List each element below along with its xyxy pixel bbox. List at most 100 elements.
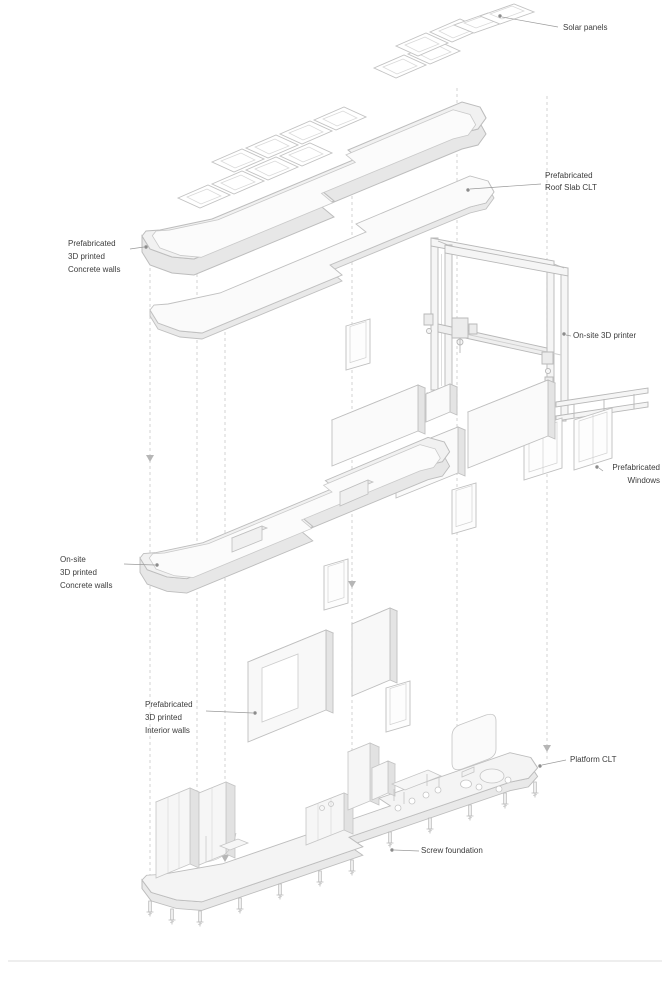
- window-frame: [345, 318, 371, 371]
- printed-wall-segment: [425, 383, 451, 423]
- furniture-kitchen: [304, 742, 397, 846]
- leader-line: [129, 246, 145, 250]
- interior-wall-panel: [325, 629, 334, 714]
- leader-line: [501, 16, 559, 28]
- label-prefab-concrete-line: 3D printed: [68, 252, 105, 261]
- leader-dot: [155, 563, 159, 567]
- onsite-3d-printer: [423, 237, 649, 422]
- sink: [319, 805, 325, 811]
- leader-line: [598, 467, 604, 472]
- arrow-down-marker: [543, 745, 551, 752]
- printed-wall-segment: [417, 384, 426, 435]
- arrow-down-marker: [146, 455, 154, 462]
- furniture-dining: [390, 769, 443, 812]
- stool: [504, 776, 512, 784]
- printer-post: [444, 244, 453, 398]
- small-table: [218, 838, 250, 851]
- dining-table: [390, 769, 443, 791]
- tall-cabinet: [347, 742, 371, 811]
- solar-panel: [478, 3, 536, 25]
- screw-pile: [196, 910, 204, 927]
- label-interior-walls-line: Prefabricated: [145, 700, 193, 709]
- arrow-down-marker: [348, 581, 356, 588]
- window-frame: [323, 558, 349, 611]
- label-interior-walls-line: 3D printed: [145, 713, 182, 722]
- label-platform-clt: Platform CLT: [570, 755, 617, 764]
- label-solar-panels: Solar panels: [563, 23, 607, 32]
- screw-pile: [276, 883, 284, 900]
- onsite-concrete-walls-layer: [139, 436, 451, 594]
- annotation-prefab-interior-walls: Prefabricated 3D printed Interior walls: [145, 700, 257, 735]
- shelf-unit: [371, 760, 389, 801]
- leader-dot: [390, 848, 394, 852]
- label-interior-walls-line: Interior walls: [145, 726, 190, 735]
- door-opening: [261, 653, 299, 723]
- annotation-onsite-printer: On-site 3D printer: [562, 331, 636, 340]
- printer-base-rail: [555, 387, 649, 408]
- toilet: [460, 779, 472, 789]
- annotation-platform-clt: Platform CLT: [538, 755, 617, 768]
- stool: [495, 785, 503, 793]
- printed-wall-segment: [457, 426, 466, 477]
- printed-wall-segment: [467, 379, 549, 469]
- prefab-interior-walls-layer: [246, 607, 399, 743]
- interior-wall-panel: [389, 607, 398, 684]
- printer-motor: [541, 351, 554, 365]
- stool: [475, 783, 483, 791]
- leader-dot: [562, 332, 566, 336]
- annotation-prefab-concrete-walls: Prefabricated 3D printed Concrete walls: [68, 239, 148, 274]
- stool: [434, 786, 442, 794]
- leader-line: [565, 334, 572, 337]
- annotation-onsite-concrete-walls: On-site 3D printed Concrete walls: [60, 555, 159, 590]
- stool: [408, 797, 416, 805]
- leader-line: [469, 183, 542, 190]
- screw-pile: [466, 804, 474, 821]
- printed-wall-segment: [449, 383, 458, 416]
- sink: [328, 801, 334, 807]
- leader-dot: [498, 14, 502, 18]
- toilet-tank: [461, 766, 475, 778]
- interior-wall-stub: [339, 479, 369, 507]
- table-legs: [393, 774, 440, 804]
- annotation-solar-panels: Solar panels: [498, 14, 607, 32]
- screw-pile: [316, 870, 324, 887]
- printer-post: [560, 267, 569, 420]
- screw-pile: [236, 897, 244, 914]
- window-frame: [451, 482, 477, 535]
- screw-pile: [348, 859, 356, 876]
- leader-line: [123, 563, 156, 566]
- printer-gantry-rail: [451, 330, 562, 356]
- screw-pile: [426, 817, 434, 834]
- label-prefab-concrete-line: Prefabricated: [68, 239, 116, 248]
- wall-tray-floor: [148, 444, 441, 578]
- stool: [422, 791, 430, 799]
- label-screw-foundation: Screw foundation: [421, 846, 483, 855]
- leader-line: [541, 759, 567, 766]
- label-onsite-concrete-line: 3D printed: [60, 568, 97, 577]
- interior-wall-panel: [351, 607, 391, 697]
- screw-pile: [386, 831, 394, 848]
- window-frame: [385, 680, 411, 733]
- annotation-prefab-roof-slab: Prefabricated Roof Slab CLT: [466, 171, 597, 192]
- screw-pile: [146, 900, 154, 917]
- label-roof-slab-line: Roof Slab CLT: [545, 183, 597, 192]
- screw-pile: [501, 792, 509, 809]
- leader-dot: [595, 465, 599, 469]
- annotation-prefab-windows: Prefabricated Windows: [595, 463, 660, 485]
- printer-beam-tie: [437, 240, 565, 269]
- desk-arc: [205, 832, 237, 863]
- solar-panels-layer: [177, 3, 536, 209]
- shower-pod: [451, 713, 497, 771]
- leader-dot: [253, 711, 257, 715]
- round-table: [479, 768, 505, 784]
- leader-line: [393, 849, 420, 852]
- leader-dot: [144, 245, 148, 249]
- printer-carriage: [451, 317, 469, 339]
- furniture-bathroom: [451, 713, 512, 793]
- label-windows-line: Prefabricated: [612, 463, 660, 472]
- printed-wall-segment: [331, 384, 419, 467]
- label-onsite-printer: On-site 3D printer: [573, 331, 636, 340]
- platform-clt-layer: [141, 713, 539, 927]
